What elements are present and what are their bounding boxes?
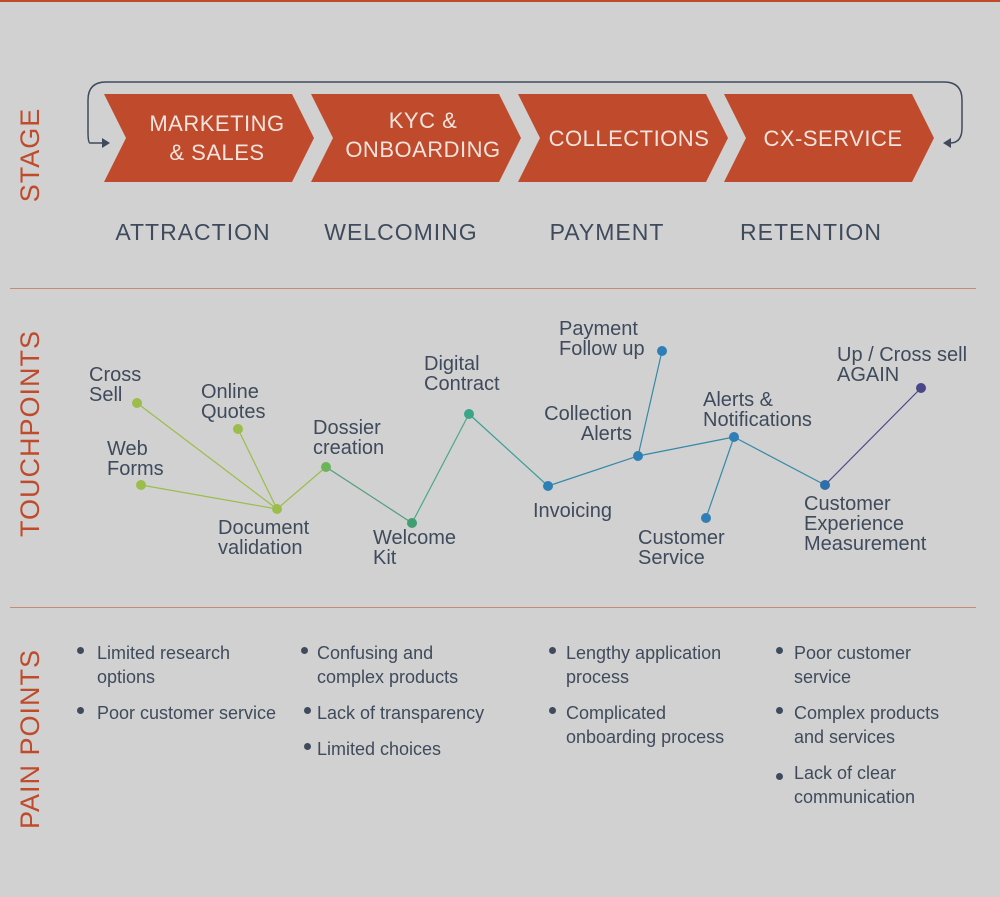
node-web-forms	[136, 480, 146, 490]
touchpoint-cross-sell: Cross Sell	[89, 364, 142, 406]
touchpoint-customer-service: Customer Service	[638, 527, 725, 569]
node-payment-follow-up	[657, 346, 667, 356]
phase-payment: PAYMENT	[549, 219, 665, 245]
touchpoint-document-validation: Document validation	[218, 517, 310, 559]
stage-cx-service: CX-SERVICE	[724, 94, 934, 182]
stage-label: CX-SERVICE	[763, 125, 903, 151]
section-divider	[10, 607, 976, 608]
node-cx-measurement	[820, 480, 830, 490]
node-dossier-creation	[321, 462, 331, 472]
pain-point: Complicated onboarding process	[549, 701, 759, 749]
bullet-icon	[301, 647, 308, 654]
pain-point: Poor customer service	[77, 701, 297, 725]
journey-line	[468, 413, 549, 487]
journey-line	[824, 387, 922, 486]
journey-line	[136, 402, 278, 510]
section-divider	[10, 288, 976, 289]
bullet-icon	[549, 707, 556, 714]
journey-line	[733, 436, 826, 486]
stage-label: COLLECTIONS	[548, 125, 710, 151]
bullet-icon	[304, 707, 311, 714]
pain-point: Poor customer service	[776, 641, 976, 689]
phase-welcoming: WELCOMING	[324, 219, 478, 245]
journey-line	[637, 436, 735, 457]
bullet-icon	[77, 707, 84, 714]
bullet-icon	[77, 647, 84, 654]
pain-point: Limited research options	[77, 641, 297, 689]
journey-line	[276, 466, 327, 510]
node-invoicing	[543, 481, 553, 491]
journey-line	[705, 436, 735, 519]
bullet-icon	[776, 773, 783, 780]
touchpoint-web-forms: Web Forms	[107, 438, 164, 480]
pain-point: Limited choices	[301, 737, 521, 761]
pain-point: Confusing and complex products	[301, 641, 521, 689]
touchpoint-digital-contract: Digital Contract	[424, 353, 500, 395]
touchpoint-online-quotes: Online Quotes	[201, 381, 266, 423]
touchpoint-welcome-kit: Welcome Kit	[373, 527, 456, 569]
node-online-quotes	[233, 424, 243, 434]
journey-line	[547, 455, 639, 487]
node-document-validation	[272, 504, 282, 514]
pain-point: Lack of clear communication	[776, 761, 976, 809]
pain-points-cx-service: Poor customer service Complex products a…	[776, 641, 976, 821]
touchpoint-collection-alerts: Collection Alerts	[544, 403, 632, 445]
stage-label: MARKETING & SALES	[149, 111, 285, 165]
top-accent-line	[0, 0, 1000, 2]
phase-attraction: ATTRACTION	[115, 219, 271, 245]
node-up-cross-sell-again	[916, 383, 926, 393]
touchpoint-dossier-creation: Dossier creation	[313, 417, 385, 459]
stage-kyc-onboarding: KYC & ONBOARDING	[311, 94, 521, 182]
pain-points-onboarding: Confusing and complex products Lack of t…	[301, 641, 521, 773]
touchpoint-payment-follow-up: Payment Follow up	[559, 318, 645, 360]
stage-marketing-sales: MARKETING & SALES	[104, 94, 314, 182]
node-welcome-kit	[407, 518, 417, 528]
touchpoint-cx-measurement: Customer Experience Measurement	[804, 493, 927, 555]
journey-line	[140, 484, 278, 510]
node-collection-alerts	[633, 451, 643, 461]
phase-retention: RETENTION	[740, 219, 882, 245]
pain-point: Complex products and services	[776, 701, 976, 749]
journey-line	[637, 350, 663, 457]
pain-point: Lack of transparency	[301, 701, 521, 725]
stage-label: KYC & ONBOARDING	[345, 108, 501, 162]
touchpoint-alerts-notifications: Alerts & Notifications	[703, 389, 812, 431]
journey-line	[325, 466, 413, 524]
touchpoint-invoicing: Invoicing	[533, 500, 612, 522]
node-cross-sell	[132, 398, 142, 408]
bullet-icon	[304, 743, 311, 750]
bullet-icon	[549, 647, 556, 654]
bullet-icon	[776, 707, 783, 714]
stage-collections: COLLECTIONS	[518, 94, 728, 182]
node-digital-contract	[464, 409, 474, 419]
node-customer-service	[701, 513, 711, 523]
journey-line	[411, 413, 470, 524]
pain-points-collections: Lengthy application process Complicated …	[549, 641, 759, 761]
touchpoint-up-cross-sell-again: Up / Cross sell AGAIN	[837, 344, 968, 386]
pain-point: Lengthy application process	[549, 641, 759, 689]
pain-points-marketing: Limited research options Poor customer s…	[77, 641, 297, 737]
bullet-icon	[776, 647, 783, 654]
node-alerts-notifications	[729, 432, 739, 442]
journey-line	[237, 428, 278, 510]
